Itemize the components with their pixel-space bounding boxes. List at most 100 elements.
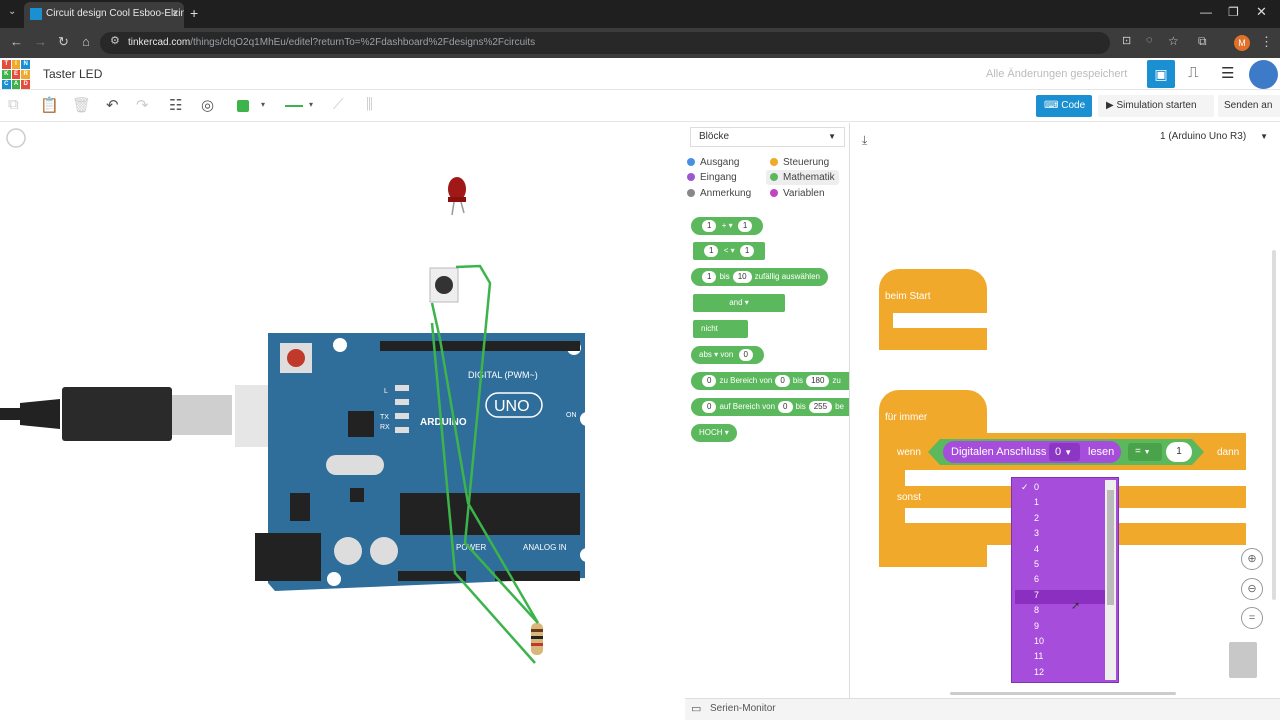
pin-select[interactable]: 0 ▼ [1049, 443, 1080, 461]
pin-option-0[interactable]: 0 [1034, 482, 1040, 492]
pin-option-4[interactable]: 4 [1034, 543, 1040, 554]
setup-block[interactable] [879, 269, 987, 313]
category-variablen[interactable]: Variablen [770, 188, 825, 199]
pin-value: 0 [1055, 446, 1062, 458]
math-compare-block[interactable]: 1 < ▾ 1 [693, 242, 766, 260]
chevron-down-icon[interactable]: ▾ [309, 100, 314, 109]
pin-option-5[interactable]: 5 [1034, 559, 1040, 569]
back-icon[interactable]: ← [10, 34, 23, 49]
category-steuerung[interactable]: Steuerung [770, 157, 829, 168]
workspace-vertical-scrollbar[interactable] [1272, 250, 1276, 600]
redo-icon[interactable]: ↷ [136, 97, 149, 114]
math-abs-block[interactable]: abs ▾ von 0 [691, 346, 764, 364]
browser-tab[interactable]: Circuit design Cool Esboo-Elzin × [24, 2, 184, 28]
user-avatar[interactable] [1249, 60, 1278, 89]
forward-icon[interactable]: → [34, 34, 47, 49]
hide-icon[interactable]: ◌ [1146, 34, 1153, 46]
notes-icon[interactable]: ☷ [169, 97, 183, 114]
math-arith-block[interactable]: 1 + ▾ 1 [691, 217, 764, 235]
send-to-button[interactable]: Senden an [1218, 95, 1280, 117]
home-icon[interactable]: ⌂ [82, 34, 90, 49]
trash-icon[interactable] [1229, 642, 1257, 678]
copy-icon[interactable]: ⧉ [8, 96, 19, 113]
url-field[interactable] [100, 32, 1110, 54]
download-icon[interactable]: ⤓ [862, 133, 868, 147]
circuit-view-icon[interactable]: ▣ [1147, 60, 1175, 88]
tab-search-icon[interactable]: ⌄ [8, 6, 17, 17]
logo-letter: N [21, 60, 30, 69]
category-mathematik[interactable]: Mathematik [766, 170, 839, 185]
editor-mode-label: Blöcke [699, 131, 730, 142]
new-tab-button[interactable]: + [190, 5, 199, 21]
pin-option-3[interactable]: 3 [1034, 528, 1040, 539]
then-label: dann [1217, 447, 1240, 458]
install-app-icon[interactable]: ⊡ [1122, 35, 1132, 47]
zoom-in-icon[interactable]: ⊕ [1241, 548, 1263, 570]
pin-option-6[interactable]: 6 [1034, 574, 1040, 585]
math-and-block[interactable]: and ▾ [693, 294, 785, 312]
reload-icon[interactable]: ↻ [58, 34, 69, 49]
setup-block-bottom [879, 328, 987, 350]
category-dot-icon [770, 158, 778, 166]
extensions-icon[interactable]: ⧉ [1198, 34, 1207, 48]
minimize-icon[interactable]: — [1200, 5, 1212, 19]
pin-option-12[interactable]: 12 [1034, 666, 1045, 677]
chevron-down-icon[interactable]: ▾ [261, 100, 266, 109]
browser-menu-icon[interactable]: ⋮ [1260, 34, 1273, 49]
zoom-out-icon[interactable]: ⊖ [1241, 578, 1263, 600]
bookmark-star-icon[interactable]: ☆ [1168, 34, 1179, 48]
design-title[interactable]: Taster LED [43, 67, 103, 81]
paste-icon[interactable]: 📋 [40, 97, 59, 114]
math-high-block[interactable]: HOCH ▾ [691, 424, 737, 442]
profile-avatar[interactable]: M [1234, 35, 1250, 51]
undo-icon[interactable]: ↶ [106, 97, 119, 114]
start-simulation-button[interactable]: ▶ Simulation starten [1098, 95, 1214, 117]
reset-button [287, 349, 305, 367]
usb-plug [62, 387, 172, 441]
pin-option-7[interactable]: 7 [1034, 589, 1040, 600]
category-dot-icon [770, 173, 778, 181]
pin-option-8[interactable]: 8 [1034, 605, 1040, 616]
pin-option-2[interactable]: 2 [1034, 512, 1040, 523]
compare-operator-select[interactable]: = ▼ [1128, 443, 1162, 461]
window-close-icon[interactable]: ✕ [1256, 4, 1267, 19]
pin-option-11[interactable]: 11 [1034, 651, 1044, 662]
serial-monitor-bar[interactable]: ▭ Serien-Monitor [685, 698, 1280, 720]
site-info-icon[interactable]: ⚙ [110, 35, 120, 47]
maximize-icon[interactable]: ❐ [1228, 5, 1239, 19]
delete-icon[interactable]: 🗑 [72, 97, 92, 114]
rotate-icon[interactable]: ⟋ [333, 96, 344, 113]
category-anmerkung[interactable]: Anmerkung [687, 188, 751, 199]
math-not-block[interactable]: nicht [693, 320, 748, 338]
note-visibility-icon[interactable]: ◎ [201, 97, 215, 114]
tab-close-icon[interactable]: × [172, 8, 178, 19]
board-select[interactable]: 1 (Arduino Uno R3) ▼ [1152, 127, 1272, 147]
wire-color-icon[interactable] [237, 100, 249, 112]
wire-type-icon[interactable] [285, 105, 303, 107]
logo-letter: T [2, 60, 11, 69]
chevron-down-icon: ▼ [828, 132, 836, 141]
circuit-canvas[interactable]: DIGITAL (PWM~) ARDUINO UNO ON L TX RX PO… [0, 123, 685, 720]
pin-option-9[interactable]: 9 [1034, 620, 1040, 631]
schematic-view-icon[interactable]: ⎍ [1188, 64, 1199, 81]
dropdown-scroll-thumb[interactable] [1107, 490, 1114, 605]
pin-option-1[interactable]: 1 [1034, 497, 1040, 508]
code-button[interactable]: ⌨ Code [1036, 95, 1092, 117]
chevron-down-icon: ▼ [1260, 132, 1268, 141]
logo-letter: D [21, 80, 30, 89]
component-list-icon[interactable]: ☰ [1221, 65, 1235, 82]
editor-mode-select[interactable]: Blöcke ▼ [690, 127, 845, 147]
workspace-scrollbar[interactable] [950, 692, 1176, 695]
reset-zoom-icon[interactable]: = [1241, 607, 1263, 629]
flip-icon[interactable]: ⫼ [366, 96, 373, 113]
compare-value-input[interactable]: 1 [1166, 442, 1192, 462]
loop-block-side [879, 430, 893, 550]
category-ausgang[interactable]: Ausgang [687, 157, 739, 168]
loop-block[interactable] [879, 390, 987, 434]
category-eingang[interactable]: Eingang [687, 172, 737, 183]
pin-option-10[interactable]: 10 [1034, 636, 1045, 646]
